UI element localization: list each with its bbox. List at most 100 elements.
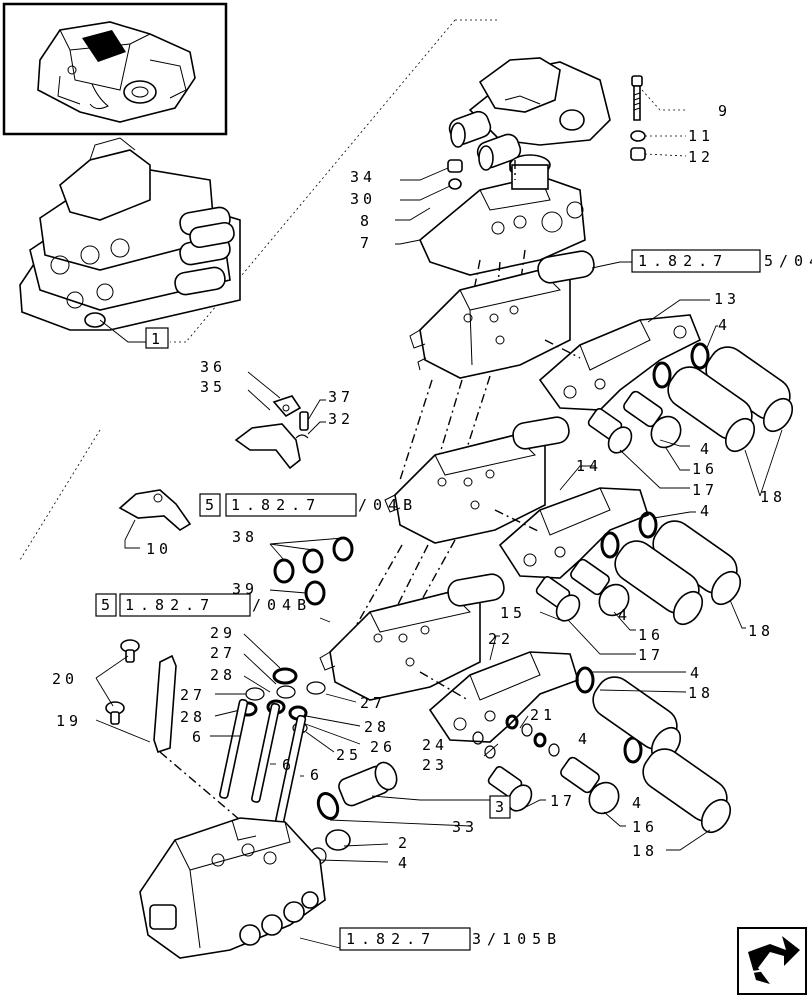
ref-top-tail: 5/04 (764, 252, 812, 270)
rings-4-mid (600, 511, 696, 559)
next-page-arrow-icon[interactable] (737, 927, 807, 995)
label-6c: 6 (310, 766, 323, 784)
ref-mid-code: 1.82.7 (231, 496, 321, 514)
ref-bottom-tail: 3/105B (472, 930, 562, 948)
guide-lines (19, 19, 500, 561)
label-16c: 16 (632, 818, 658, 836)
callout-box-3 (489, 795, 511, 819)
label-19: 19 (56, 712, 82, 730)
spring-caps-18-top (667, 346, 794, 497)
label-12: 12 (688, 148, 714, 166)
plugs-16-17-low (487, 756, 626, 827)
thumbnail-frame (2, 2, 228, 136)
rings-4-top (652, 325, 718, 389)
label-37: 37 (328, 388, 354, 406)
spool-cap-15 (419, 635, 579, 743)
label-4h: 4 (632, 794, 645, 812)
label-15: 15 (500, 604, 526, 622)
label-17b: 17 (638, 646, 664, 664)
label-28a: 28 (210, 666, 236, 684)
lever-35-36 (234, 371, 302, 470)
label-32: 32 (328, 410, 354, 428)
label-38: 38 (232, 528, 258, 546)
label-18d: 18 (632, 842, 658, 860)
label-24: 24 (422, 736, 448, 754)
label-4g: 4 (398, 854, 411, 872)
plugs-16-17-mid (535, 558, 636, 655)
label-7: 7 (360, 234, 373, 252)
label-30: 30 (350, 190, 376, 208)
label-3: 3 (495, 798, 508, 816)
ref-low-code: 1.82.7 (125, 596, 215, 614)
label-8: 8 (360, 212, 373, 230)
label-4e: 4 (690, 664, 703, 682)
label-18b: 18 (748, 622, 774, 640)
ref-top (631, 249, 761, 273)
label-14: 14 (576, 457, 602, 475)
label-9: 9 (718, 102, 731, 120)
label-18a: 18 (760, 488, 786, 506)
bracket-19 (95, 654, 241, 821)
connectors-low (347, 539, 456, 641)
small-seals-21-23-24 (472, 714, 560, 759)
label-29: 29 (210, 624, 236, 642)
label-4a: 4 (718, 316, 731, 334)
label-34: 34 (350, 168, 376, 186)
label-18c: 18 (688, 684, 714, 702)
label-16a: 16 (692, 460, 718, 478)
ref-mid (199, 493, 357, 517)
label-36: 36 (200, 358, 226, 376)
nut-12 (630, 147, 687, 161)
valve-section-1 (409, 250, 632, 379)
connectors-mid (399, 375, 491, 481)
ref-low-tail: /04B (252, 596, 312, 614)
washer-11 (630, 130, 686, 142)
label-28c: 28 (364, 718, 390, 736)
label-4b: 4 (700, 440, 713, 458)
label-23: 23 (422, 756, 448, 774)
label-16b: 16 (638, 626, 664, 644)
ref-top-code: 1.82.7 (638, 252, 728, 270)
assembled-valve-stack (19, 137, 241, 343)
inlet-body (139, 817, 341, 959)
label-27c: 27 (360, 694, 386, 712)
thumbnail-valve-icon (37, 21, 196, 123)
spring-caps-18-mid (614, 520, 746, 629)
label-10: 10 (146, 540, 172, 558)
lever-10 (118, 489, 192, 549)
ref-low-prefix: 5 (101, 596, 116, 614)
stack-spools (174, 206, 235, 296)
label-25: 25 (336, 746, 362, 764)
label-22: 22 (488, 630, 514, 648)
label-27a: 27 (210, 644, 236, 662)
label-39: 39 (232, 580, 258, 598)
ref-mid-prefix: 5 (205, 496, 220, 514)
label-1: 1 (151, 330, 164, 348)
label-33: 33 (452, 818, 478, 836)
label-2: 2 (398, 834, 411, 852)
solenoid-valve (448, 57, 611, 171)
spring-caps-18-low (592, 676, 732, 851)
label-26: 26 (370, 738, 396, 756)
label-6b: 6 (282, 756, 295, 774)
bolt-9 (631, 75, 686, 121)
valve-section-3 (319, 573, 505, 701)
orings-38-39 (269, 536, 354, 606)
spool-cap-14 (494, 465, 649, 579)
plugs-16-17-top (587, 390, 690, 489)
label-17a: 17 (692, 481, 718, 499)
label-27b: 27 (180, 686, 206, 704)
ref-bottom-code: 1.82.7 (346, 930, 436, 948)
ref-mid-tail: /04B (358, 496, 418, 514)
label-4f: 4 (578, 730, 591, 748)
label-35: 35 (200, 378, 226, 396)
callout-box-1 (145, 327, 169, 349)
label-4d: 4 (618, 606, 631, 624)
tie-rods-6 (210, 698, 307, 825)
label-11: 11 (688, 127, 714, 145)
label-4c: 4 (700, 502, 713, 520)
label-21: 21 (530, 706, 556, 724)
adapter-plate-7 (395, 154, 586, 276)
